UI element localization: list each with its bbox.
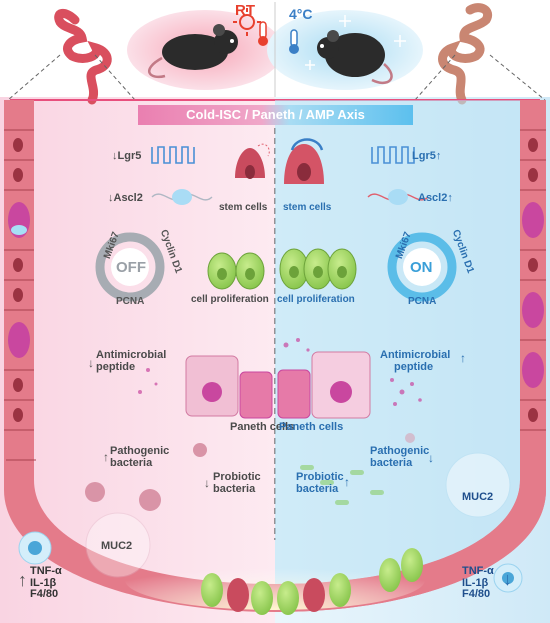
- proliferating-cells-left: [207, 252, 265, 290]
- cell-borders-left: [4, 129, 36, 461]
- proliferation-label-right: cell proliferation: [277, 294, 355, 305]
- probiotic-arrow-left: ↓: [204, 476, 210, 490]
- stem-cells-label-right: stem cells: [283, 202, 332, 213]
- patho-line2-right: bacteria: [370, 456, 413, 469]
- probio-line1-left: Probiotic: [213, 471, 261, 483]
- probiotic-bacteria-right: [300, 465, 384, 505]
- amp-line2-right: peptide: [394, 360, 434, 373]
- cell-borders-right: [520, 129, 546, 431]
- immune-cell-left: [18, 531, 52, 565]
- sun-icon: [233, 8, 261, 36]
- paneth-label-right: Paneth cells: [279, 421, 344, 433]
- snowflake-icon: [305, 15, 406, 70]
- patho-line1-right: Pathogenic: [370, 445, 430, 457]
- intestine-icon-left: [54, 9, 112, 105]
- tnf-right: TNF-α: [462, 565, 494, 577]
- inflam-arrow-left: ↑: [18, 570, 27, 590]
- amp-arrow-right: ↑: [460, 351, 466, 365]
- rt-label: RT: [235, 2, 255, 19]
- immune-cell-right: [493, 563, 523, 593]
- f480-left: F4/80: [30, 588, 59, 601]
- amp-arrow-left: ↓: [88, 356, 94, 370]
- cold-label: 4°C: [289, 6, 313, 22]
- pathogenic-arrow-right: ↓: [428, 451, 434, 465]
- amp-line1-right: Antimicrobial: [380, 349, 451, 361]
- muc2-label-left: MUC2: [101, 540, 133, 552]
- stem-cell-right: [284, 138, 324, 184]
- patho-line1-left: Pathogenic: [110, 445, 170, 457]
- probio-line1-right: Probiotic: [296, 471, 344, 483]
- ascl2-label-right: Ascl2↑: [418, 192, 453, 204]
- ascl2-text-right: Ascl2: [418, 192, 448, 204]
- cell-cycle-off: [95, 232, 165, 302]
- mouse-icon-rt: [148, 24, 238, 79]
- ascl2-dna-left: [151, 189, 213, 205]
- tnf-left: TNF-α: [30, 565, 62, 577]
- probio-line2-left: bacteria: [213, 482, 256, 495]
- muc2-bubble-right: [445, 452, 511, 518]
- ascl2-text-left: Ascl2: [113, 192, 143, 204]
- pcna-label-left: PCNA: [116, 296, 145, 307]
- proliferating-cells-right: [279, 248, 357, 290]
- nuclei-left: [13, 138, 23, 422]
- inflam-list-left: TNF-α IL-1β F4/80: [30, 565, 62, 601]
- lgr5-label-right: Lgr5↑: [412, 150, 442, 162]
- pathogenic-bacteria-right: [405, 433, 415, 443]
- lgr5-label-left: ↓Lgr5: [112, 150, 142, 162]
- paneth-label-left: Paneth cells: [230, 421, 295, 433]
- lgr5-receptor-left: [151, 146, 195, 164]
- proliferation-label-left: cell proliferation: [191, 294, 269, 305]
- pathogenic-arrow-left: ↑: [103, 450, 109, 464]
- lgr5-text-right: Lgr5: [412, 150, 436, 162]
- paneth-cells-left: [185, 355, 273, 419]
- f480-right: F4/80: [462, 588, 491, 601]
- lgr5-receptor-right: [371, 146, 415, 164]
- cell-cycle-on: [387, 232, 457, 302]
- thermometer-hot-icon: [258, 21, 268, 46]
- stem-cells-label-left: stem cells: [219, 202, 268, 213]
- patho-line2-left: bacteria: [110, 456, 153, 469]
- cycle-state-left: OFF: [116, 259, 146, 276]
- amp-line2-left: peptide: [96, 360, 136, 373]
- pathogenic-bacteria-left: [85, 443, 207, 511]
- pcna-label-right: PCNA: [408, 296, 437, 307]
- cycle-state-right: ON: [410, 259, 433, 276]
- stem-cell-left: [235, 143, 270, 179]
- amp-dots: [138, 338, 422, 406]
- thermometer-cold-icon: [289, 29, 299, 54]
- mouse-icon-cold: [317, 30, 393, 85]
- il1b-right: IL-1β: [462, 576, 489, 589]
- goblet-cells-right: [522, 202, 544, 388]
- amp-line1-left: Antimicrobial: [96, 349, 167, 361]
- muc2-label-right: MUC2: [462, 491, 494, 503]
- muc2-bubble-left: [85, 512, 151, 578]
- banner-title: Cold-ISC / Paneth / AMP Axis: [138, 105, 413, 125]
- probio-line2-right: bacteria: [296, 482, 339, 495]
- inflam-list-right: TNF-α IL-1β F4/80: [462, 565, 494, 601]
- crypt-stem-cells: [125, 548, 425, 615]
- il1b-left: IL-1β: [30, 576, 57, 589]
- intestine-icon-right: [438, 3, 492, 105]
- ascl2-label-left: ↓Ascl2: [108, 192, 143, 204]
- lgr5-text-left: Lgr5: [117, 150, 142, 162]
- inflam-arrow-right: ↓: [503, 569, 512, 589]
- goblet-cells-left: [8, 202, 30, 358]
- probiotic-arrow-right: ↑: [344, 475, 350, 489]
- nuclei-right: [528, 138, 538, 422]
- ascl2-dna-right: [367, 189, 429, 205]
- paneth-cells-right: [277, 351, 371, 419]
